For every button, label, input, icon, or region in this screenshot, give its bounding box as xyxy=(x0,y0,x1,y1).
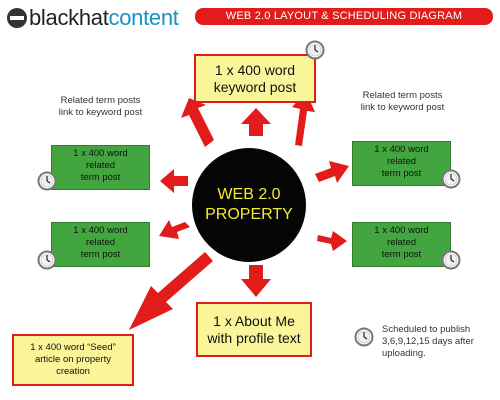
clock-icon xyxy=(37,250,57,270)
clock-icon xyxy=(305,40,325,60)
legend-line2: 3,6,9,12,15 days after xyxy=(382,336,474,347)
related-post-line2: related xyxy=(386,156,417,167)
related-post-line1: 1 x 400 word xyxy=(374,225,429,236)
schedule-legend: Scheduled to publish 3,6,9,12,15 days af… xyxy=(382,324,497,360)
web20-property-circle: WEB 2.0 PROPERTY xyxy=(192,148,306,262)
keyword-post-line2: keyword post xyxy=(213,78,297,95)
arrow-left-upper-icon xyxy=(160,169,188,193)
arrow-up-icon xyxy=(241,108,271,136)
legend-line3: uploading. xyxy=(382,348,426,359)
arrow-left-lower-icon xyxy=(159,220,190,239)
clock-icon xyxy=(441,169,461,189)
keyword-post-box: 1 x 400 word keyword post xyxy=(194,54,316,103)
arrow-down-icon xyxy=(241,265,271,297)
diagram-title: WEB 2.0 LAYOUT & SCHEDULING DIAGRAM xyxy=(195,8,493,25)
seed-article-box: 1 x 400 word “Seed” article on property … xyxy=(12,334,134,386)
related-post-box: 1 x 400 word related term post xyxy=(51,222,150,267)
arrow-right-upper-icon xyxy=(315,161,349,183)
related-post-box: 1 x 400 word related term post xyxy=(352,222,451,267)
related-post-line2: related xyxy=(85,160,116,171)
note-right-line2: link to keyword post xyxy=(360,102,445,113)
arrow-right-lower-icon xyxy=(317,231,347,251)
clock-icon xyxy=(441,250,461,270)
arrow-down-left-large-icon xyxy=(129,252,213,330)
related-post-line3: term post xyxy=(80,172,121,183)
note-left-line1: Related term posts xyxy=(60,95,141,106)
note-right: Related term posts link to keyword post xyxy=(340,90,465,114)
related-post-line1: 1 x 400 word xyxy=(73,148,128,159)
related-post-line3: term post xyxy=(381,168,422,179)
legend-line1: Scheduled to publish xyxy=(382,324,471,335)
logo-mark-icon xyxy=(7,8,27,28)
seed-line2: article on property xyxy=(34,354,112,365)
note-left: Related term posts link to keyword post xyxy=(38,95,163,119)
related-post-line1: 1 x 400 word xyxy=(374,144,429,155)
related-post-box: 1 x 400 word related term post xyxy=(352,141,451,186)
related-post-line2: related xyxy=(85,237,116,248)
related-post-line3: term post xyxy=(80,249,121,260)
seed-line3: creation xyxy=(56,366,90,377)
brand-suffix: content xyxy=(108,5,179,30)
brand-logo: blackhatcontent xyxy=(7,5,179,31)
arrow-up-left-icon xyxy=(181,98,214,147)
about-me-box: 1 x About Me with profile text xyxy=(196,302,312,357)
clock-icon xyxy=(354,327,374,347)
seed-line1: 1 x 400 word “Seed” xyxy=(30,342,116,353)
related-post-line2: related xyxy=(386,237,417,248)
related-post-box: 1 x 400 word related term post xyxy=(51,145,150,190)
note-right-line1: Related term posts xyxy=(362,90,443,101)
center-line2: PROPERTY xyxy=(205,206,293,223)
about-me-line1: 1 x About Me xyxy=(213,312,295,329)
keyword-post-line1: 1 x 400 word xyxy=(214,61,296,78)
brand-prefix: blackhat xyxy=(29,5,109,30)
clock-icon xyxy=(37,171,57,191)
note-left-line2: link to keyword post xyxy=(58,107,143,118)
about-me-line2: with profile text xyxy=(207,329,301,346)
center-line1: WEB 2.0 xyxy=(217,186,281,203)
arrow-up-right-icon xyxy=(292,92,315,146)
related-post-line3: term post xyxy=(381,249,422,260)
related-post-line1: 1 x 400 word xyxy=(73,225,128,236)
